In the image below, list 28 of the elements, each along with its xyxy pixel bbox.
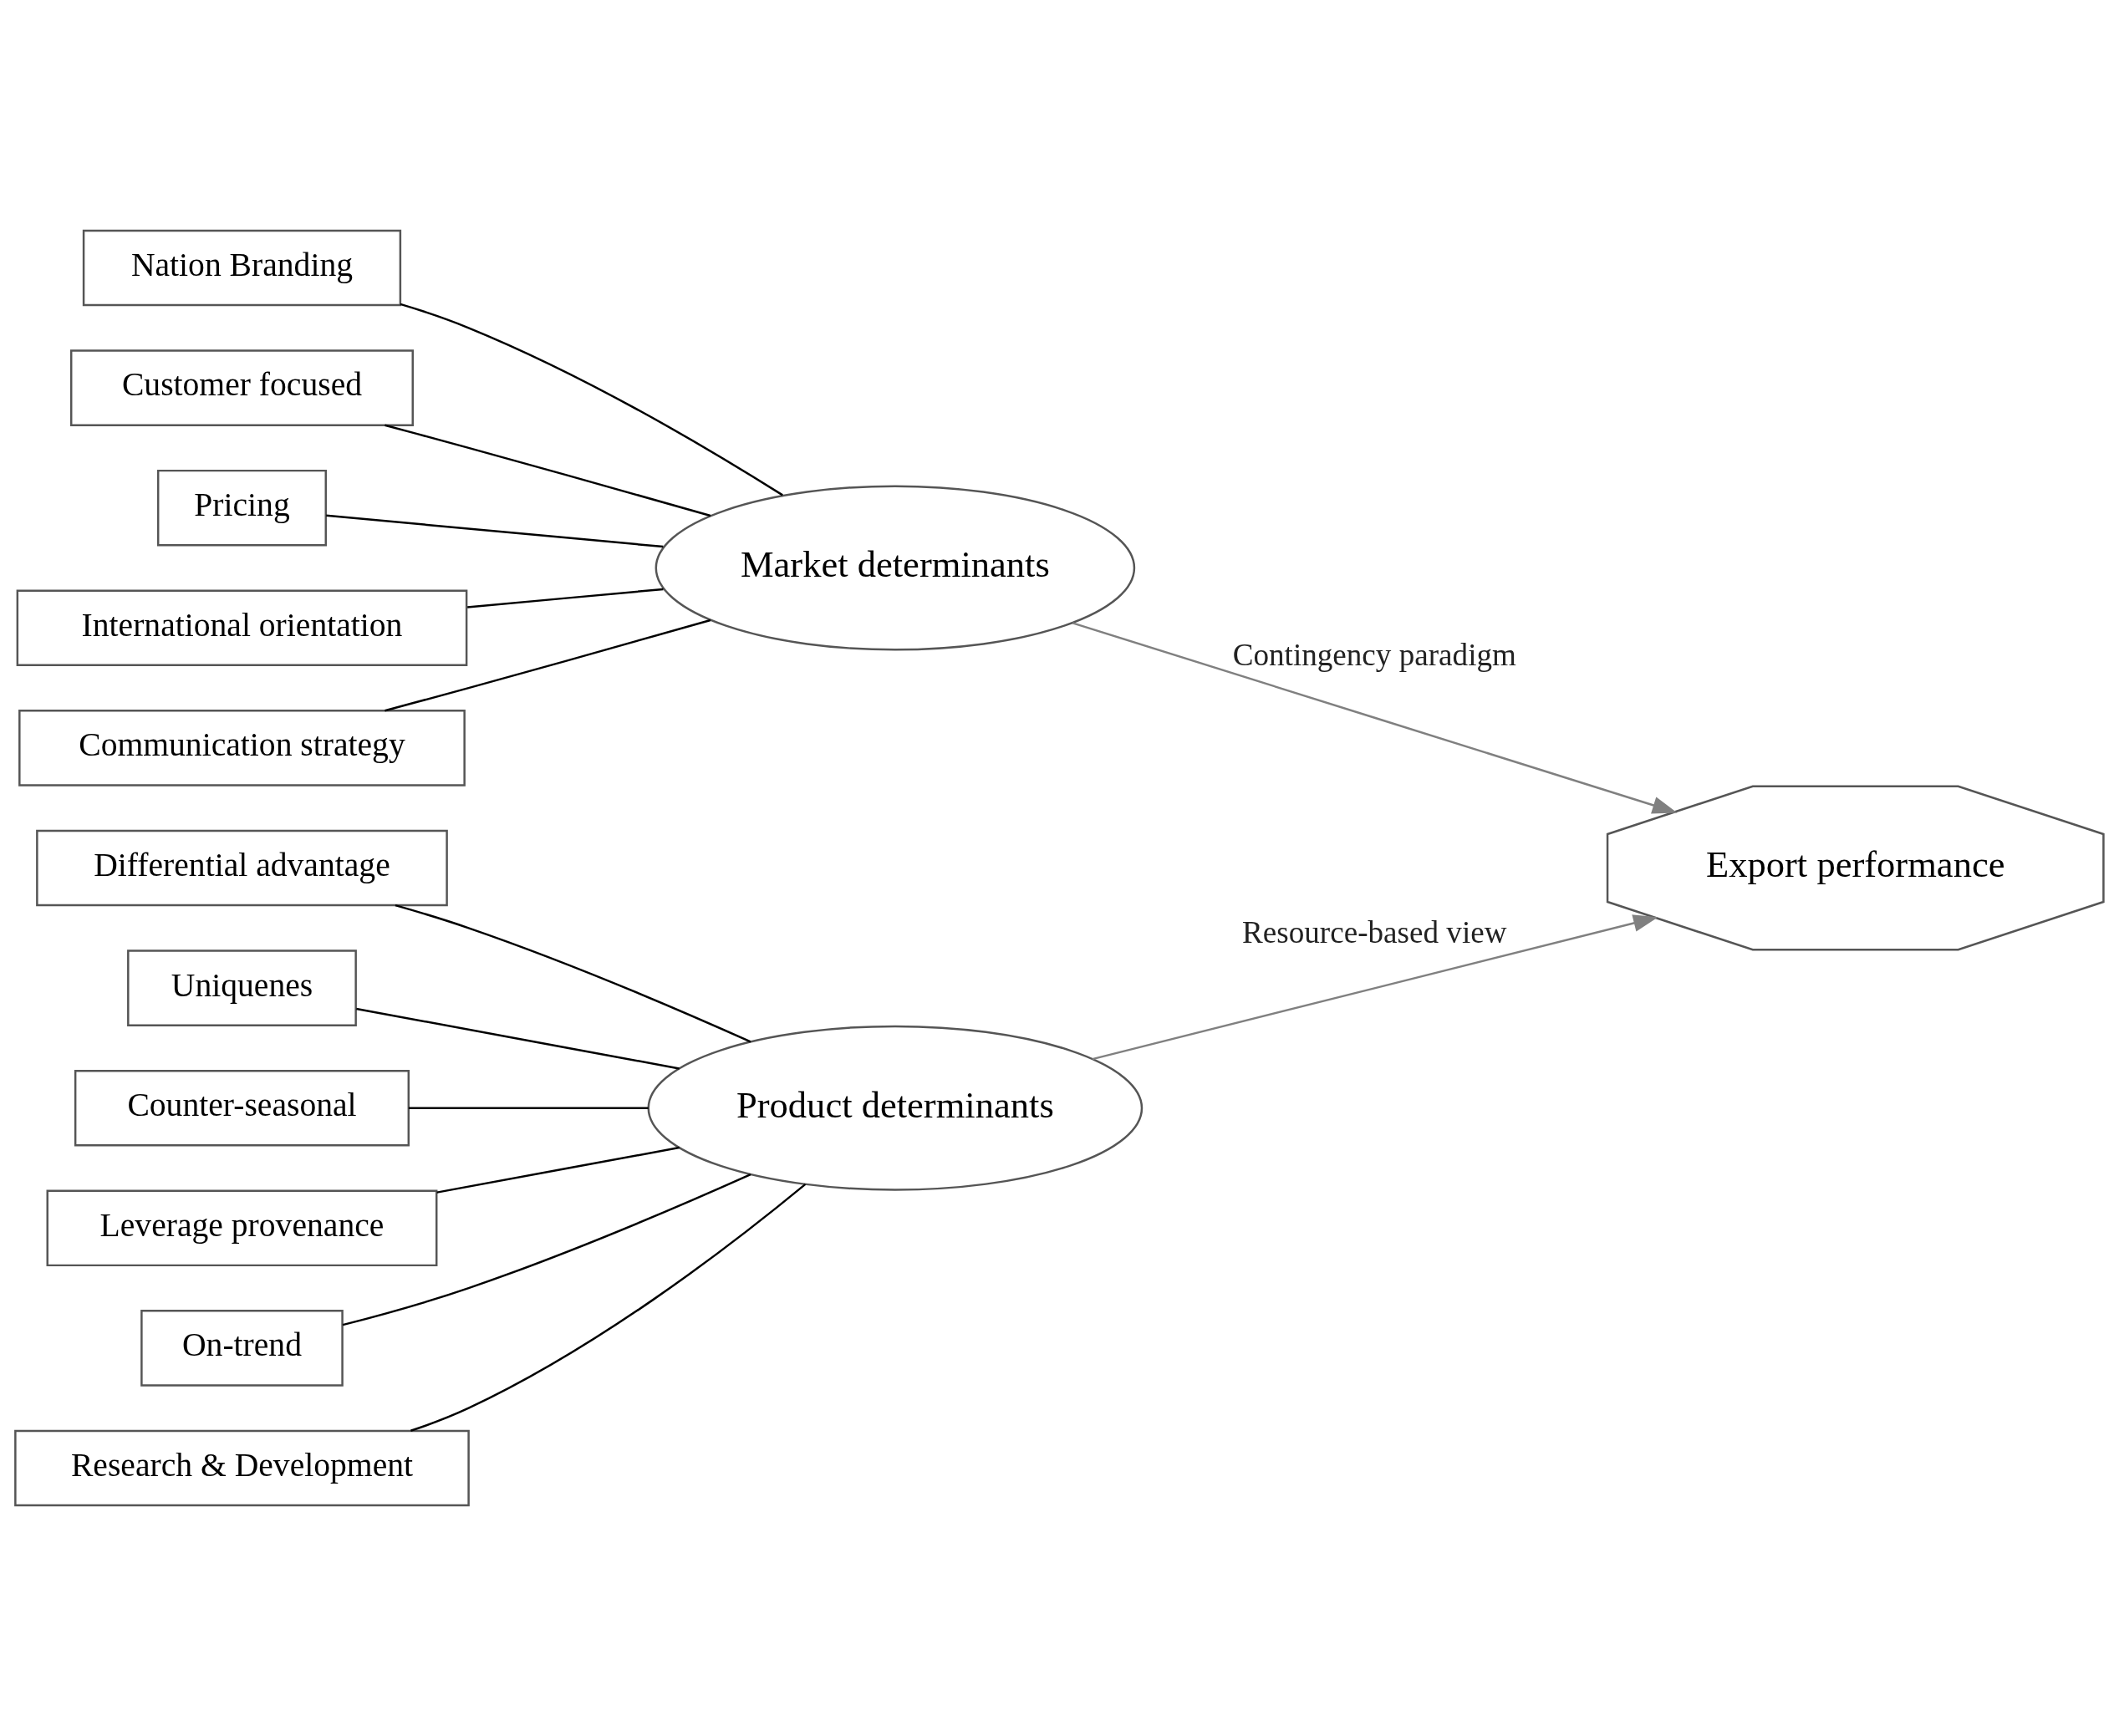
connector	[385, 619, 711, 712]
connector	[342, 1173, 751, 1326]
node-box: Leverage provenance	[46, 1189, 438, 1267]
node-box: Research & Development	[14, 1429, 470, 1507]
connector	[436, 1146, 680, 1194]
connector	[385, 424, 711, 517]
connector	[395, 904, 751, 1043]
node-box: Communication strategy	[18, 710, 466, 787]
node-box: Nation Branding	[82, 229, 402, 307]
connector	[408, 1107, 649, 1109]
node-box: Counter-seasonal	[74, 1069, 410, 1147]
connector	[356, 1007, 680, 1070]
node-box: Uniquenes	[127, 949, 357, 1026]
node-box: Pricing	[156, 469, 327, 547]
edge-label: Contingency paradigm	[1232, 637, 1516, 672]
connector	[410, 1183, 807, 1432]
node-box: Differential advantage	[36, 829, 448, 907]
node-ellipse: Product determinants	[647, 1025, 1144, 1191]
arrow	[1072, 622, 1678, 814]
node-ellipse: Market determinants	[655, 485, 1136, 651]
connector	[326, 514, 664, 548]
node-box: International orientation	[16, 589, 468, 667]
node-box: Customer focused	[70, 349, 414, 426]
arrow	[1092, 914, 1658, 1061]
connector	[467, 588, 664, 608]
edge-label: Resource-based view	[1242, 914, 1507, 949]
connector	[400, 303, 783, 496]
node-box: On-trend	[140, 1310, 344, 1387]
